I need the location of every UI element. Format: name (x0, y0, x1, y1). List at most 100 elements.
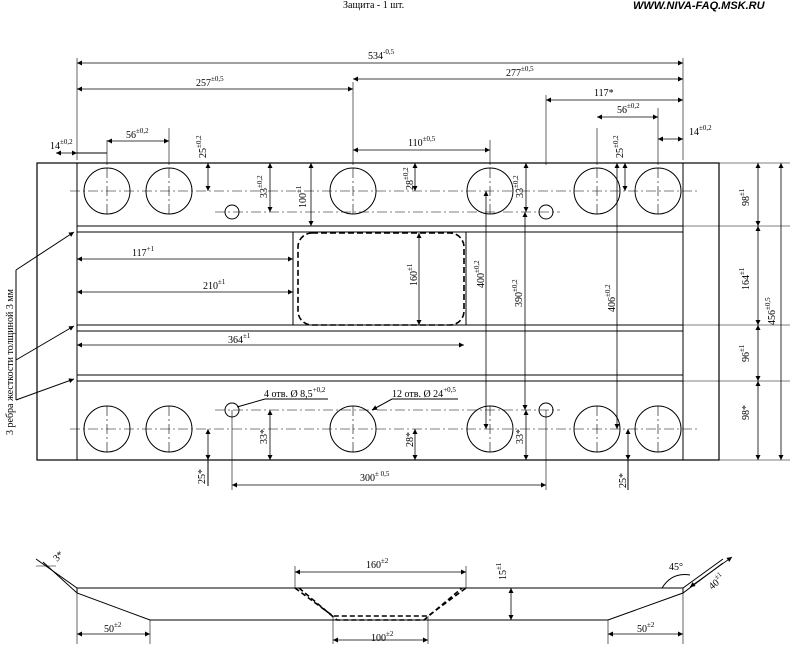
dim-33-right: 33±0,2 (512, 175, 526, 198)
dimension-tolerance: ±0,2 (256, 175, 264, 188)
dim-14-left: 14±0,2 (50, 138, 73, 152)
dimension-value: 25 (615, 148, 626, 158)
dimension-tolerance: ±1 (295, 185, 303, 193)
dimension-tolerance: +0,2 (313, 386, 326, 394)
dim-33-left: 33±0,2 (256, 175, 270, 198)
dimension-value: 100 (371, 633, 386, 644)
dimension-tolerance: ±0,2 (511, 279, 519, 292)
dimension-tolerance: ±2 (114, 621, 122, 629)
dim-110: 110±0,5 (408, 135, 436, 149)
dimension-tolerance: ± 0,5 (375, 470, 390, 478)
dim-98-top: 98±1 (738, 188, 752, 206)
dimension-value: 25* (197, 469, 208, 484)
dimension-tolerance: ±2 (647, 621, 655, 629)
dim-33-bottom-left: 33* (259, 429, 270, 444)
dimension-tolerance: +0,5 (443, 386, 456, 394)
dimension-value: 25 (198, 148, 209, 158)
dimension-tolerance: ±1 (738, 267, 746, 275)
dim-534: 534-0,5 (368, 48, 395, 62)
dimension-value: 50 (637, 624, 647, 635)
dimension-tolerance: ±1 (738, 188, 746, 196)
dimension-value: 390 (514, 292, 525, 307)
dimension-value: 100 (298, 193, 309, 208)
dimension-tolerance: ±0,2 (136, 127, 149, 135)
dimension-tolerance: ±0,2 (473, 260, 481, 273)
dim-25-bottom-right: 25* (618, 473, 629, 488)
dim-25-bottom-left: 25* (197, 469, 208, 484)
dimension-tolerance: ±1 (406, 263, 414, 271)
dimension-value: 25* (618, 473, 629, 488)
dimension-value: 117 (132, 248, 147, 259)
dimension-value: 56 (617, 105, 627, 116)
window-dashed-outline (297, 232, 465, 326)
dimension-value: 28 (405, 180, 416, 190)
plate-outline (36, 162, 720, 461)
dim-406: 406±0,2 (604, 284, 618, 312)
side-angle-45: 45° (669, 562, 683, 573)
profile-recess-dashed (298, 587, 463, 621)
dimension-tolerance: ±0,2 (512, 175, 520, 188)
dimension-value: 96 (741, 352, 752, 362)
dimension-tolerance: ±0,5 (521, 65, 534, 73)
website-label: WWW.NIVA-FAQ.MSK.RU (633, 0, 765, 12)
dimension-value: 28* (405, 432, 416, 447)
dim-364: 364±1 (228, 332, 251, 346)
dimension-value: 33 (515, 188, 526, 198)
dimension-value: 110 (408, 138, 423, 149)
profile-bottom-edge (42, 561, 724, 621)
dimension-value: 406 (607, 297, 618, 312)
dimension-tolerance: ±0,2 (604, 284, 612, 297)
dim-25-right: 25±0,2 (612, 135, 626, 158)
dimension-value: 210 (203, 281, 218, 292)
dim-28-top: 28±0,2 (402, 167, 416, 190)
side-dim-15: 15±1 (495, 562, 509, 580)
dimension-tolerance: -0,5 (383, 48, 395, 56)
dimension-value: 277 (506, 68, 521, 79)
leader-line (236, 398, 266, 408)
dim-277: 277±0,5 (506, 65, 534, 79)
dimension-value: 14 (689, 127, 699, 138)
leader-line (15, 325, 75, 361)
dim-33-bottom-right: 33* (515, 429, 526, 444)
dimension-value: 33 (259, 188, 270, 198)
dimension-value: 300 (360, 473, 375, 484)
dim-160: 160±1 (406, 263, 420, 286)
dim-28-bottom: 28* (405, 432, 416, 447)
dimension-value: 257 (196, 78, 211, 89)
dim-56-right: 56±0,2 (617, 102, 640, 116)
dim-210: 210±1 (203, 278, 226, 292)
dim-300: 300± 0,5 (360, 470, 390, 484)
dimension-value: 4 отв. Ø 8,5 (264, 389, 313, 400)
document-title: Защита - 1 шт. (343, 0, 405, 11)
leader-line (15, 231, 75, 271)
note-small-holes: 4 отв. Ø 8,5+0,2 (264, 386, 326, 400)
dim-456: 456±0,5 (764, 297, 778, 325)
dim-257: 257±0,5 (196, 75, 224, 89)
dimension-value: 164 (741, 275, 752, 290)
dim-25-left: 25±0,2 (195, 135, 209, 158)
dimension-tolerance: ±0,5 (423, 135, 436, 143)
dim-117: 117+1 (132, 245, 155, 259)
dim-98-bottom: 98* (741, 405, 752, 420)
note-ribs: 3 ребра жесткости толщиной 3 мм (5, 288, 16, 435)
dimension-value: 12 отв. Ø 24 (392, 389, 443, 400)
dimension-tolerance: ±1 (738, 344, 746, 352)
dim-100: 100±1 (295, 185, 309, 208)
dimension-value: 160 (366, 560, 381, 571)
dimension-value: 160 (409, 271, 420, 286)
dimension-tolerance: ±0,5 (211, 75, 224, 83)
dimension-tolerance: +1 (147, 245, 155, 253)
dimension-value: 56 (126, 130, 136, 141)
dimension-tolerance: ±2 (381, 557, 389, 565)
dim-117-star: 117* (594, 88, 614, 99)
leader-line (15, 378, 75, 401)
dimension-tolerance: ±0,2 (195, 135, 203, 148)
dimension-tolerance: ±0,2 (627, 102, 640, 110)
center-window (292, 231, 467, 326)
dimension-value: 15 (498, 570, 509, 580)
note-large-holes: 12 отв. Ø 24+0,5 (392, 386, 456, 400)
dim-14-right: 14±0,2 (689, 124, 712, 138)
dimension-value: 534 (368, 51, 383, 62)
dimension-value: 117* (594, 88, 614, 99)
